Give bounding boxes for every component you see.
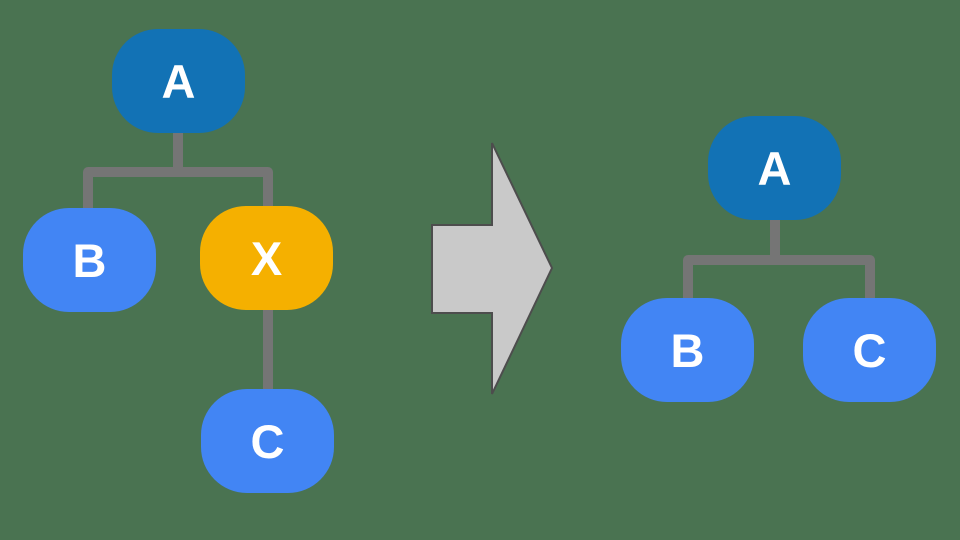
right-arrow-icon: [431, 142, 554, 395]
tree-node-b-after: B: [621, 298, 754, 402]
tree-node-c-after: C: [803, 298, 936, 402]
node-label: A: [161, 54, 196, 108]
tree-node-b-before: B: [23, 208, 156, 312]
edge-a-branch-after: [683, 255, 875, 304]
node-label: B: [72, 233, 107, 287]
node-label: C: [852, 323, 887, 377]
tree-node-c-before: C: [201, 389, 334, 493]
tree-node-a-after: A: [708, 116, 841, 220]
tree-node-x-before: X: [200, 206, 333, 310]
node-label: A: [757, 141, 792, 195]
node-label: X: [250, 231, 283, 285]
node-label: C: [250, 414, 285, 468]
tree-node-a-before: A: [112, 29, 245, 133]
edge-a-branch-before: [83, 167, 273, 216]
node-label: B: [670, 323, 705, 377]
